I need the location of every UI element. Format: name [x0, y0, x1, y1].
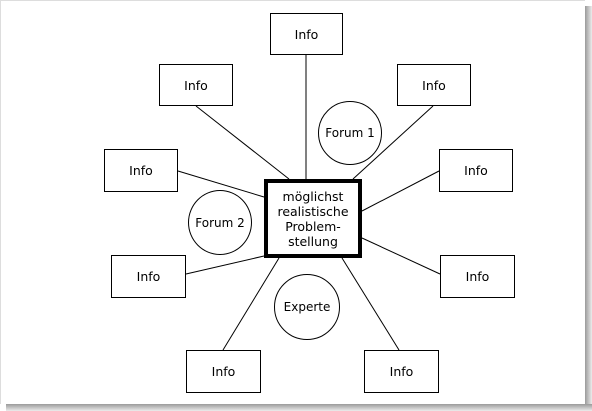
connector-lines	[177, 54, 441, 351]
info-box-top: Info	[270, 13, 343, 55]
connector-line-upper-right	[352, 105, 434, 180]
info-box-lower-right: Info	[364, 350, 439, 393]
info-box-lower-left: Info	[186, 350, 261, 393]
problem-statement-box: möglichst realistische Problem- stellung	[264, 179, 362, 258]
page-shadow-bottom	[6, 404, 592, 411]
info-box-right-lower: Info	[440, 255, 515, 298]
info-box-left-lower: Info	[111, 255, 186, 298]
experte-circle: Experte	[274, 274, 340, 340]
info-box-upper-left: Info	[159, 64, 233, 106]
connector-line-left-lower	[185, 255, 265, 275]
connector-line-lower-right	[341, 257, 400, 351]
connector-line-upper-left	[195, 105, 290, 180]
forum-2-circle: Forum 2	[188, 190, 252, 255]
problem-statement-line-3: Problem-	[285, 218, 341, 234]
connector-line-lower-left	[222, 257, 280, 351]
connector-line-right-lower	[361, 237, 441, 275]
problem-statement-line-4: stellung	[288, 233, 338, 249]
connector-line-right-upper	[361, 170, 440, 212]
diagram-canvas: Info Info Info Info Info Info Info Info …	[0, 0, 585, 404]
info-box-left-upper: Info	[104, 149, 178, 192]
problem-statement-line-2: realistische	[277, 203, 349, 219]
info-box-upper-right: Info	[397, 64, 471, 106]
connector-line-left-upper	[177, 170, 265, 198]
page-shadow-right	[585, 6, 592, 411]
problem-statement-line-1: möglichst	[282, 188, 344, 204]
info-box-right-upper: Info	[439, 149, 513, 192]
forum-1-circle: Forum 1	[318, 101, 382, 165]
